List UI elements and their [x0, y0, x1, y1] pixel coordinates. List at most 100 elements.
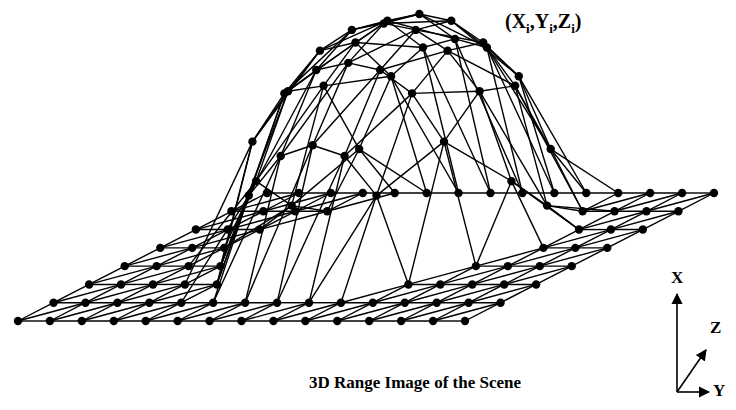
mesh-edge — [292, 86, 324, 206]
mesh-edge — [483, 42, 515, 85]
range-point — [429, 317, 437, 325]
range-point — [113, 299, 121, 307]
mesh-edge — [440, 284, 472, 285]
axis-label: X — [671, 268, 683, 288]
mesh-edge — [125, 265, 157, 266]
mesh-edge — [331, 192, 363, 193]
mesh-edge — [288, 42, 356, 91]
mesh-edge — [427, 192, 459, 193]
mesh-edge — [373, 302, 405, 303]
range-point — [121, 262, 129, 270]
range-point — [263, 189, 271, 197]
mesh-edge — [359, 149, 427, 193]
range-point — [372, 191, 380, 199]
mesh-edge — [327, 149, 359, 211]
range-point — [305, 299, 313, 307]
range-point — [536, 262, 544, 270]
y-axis-arrow — [677, 391, 709, 393]
range-point — [192, 225, 200, 233]
mesh-edge — [423, 47, 459, 193]
range-point — [323, 207, 331, 215]
mesh-edge — [519, 76, 555, 193]
mesh-edge — [260, 206, 292, 230]
mesh-edge — [547, 206, 579, 230]
mesh-edge — [356, 42, 392, 76]
mesh-edge — [522, 192, 554, 193]
mesh-edge — [249, 93, 285, 195]
mesh-edge — [491, 192, 523, 193]
mesh-edge — [114, 320, 146, 321]
range-point — [415, 10, 423, 18]
range-point — [383, 17, 391, 25]
mesh-edge — [391, 76, 459, 193]
range-point — [472, 262, 480, 270]
range-point — [461, 317, 469, 325]
range-point — [49, 299, 57, 307]
range-point — [259, 207, 267, 215]
range-point — [348, 26, 356, 34]
range-point — [184, 262, 192, 270]
mesh-edge — [469, 302, 501, 303]
mesh-edge — [189, 181, 257, 266]
mesh-edge — [408, 142, 444, 285]
mesh-edge — [324, 76, 392, 86]
mesh-edge — [391, 76, 427, 193]
range-point — [454, 189, 462, 197]
mesh-edge — [149, 302, 181, 303]
range-point — [433, 299, 441, 307]
mesh-edge — [487, 47, 523, 193]
range-point — [603, 244, 611, 252]
range-point — [145, 299, 153, 307]
range-point — [149, 280, 157, 288]
mesh-edge — [419, 14, 455, 39]
mesh-edge — [178, 320, 210, 321]
range-point — [245, 191, 253, 199]
range-point — [504, 262, 512, 270]
mesh-edge — [551, 149, 583, 211]
mesh-edge — [221, 91, 289, 266]
range-point — [337, 299, 345, 307]
mesh-edge — [423, 39, 455, 48]
z-axis-arrow — [677, 350, 706, 392]
mesh-edge — [277, 302, 309, 303]
mesh-edge — [487, 47, 519, 76]
range-point — [483, 43, 491, 51]
mesh-edge — [512, 181, 544, 248]
range-point — [224, 225, 232, 233]
mesh-edge — [459, 192, 491, 193]
range-point — [295, 189, 303, 197]
range-point — [475, 87, 483, 95]
mesh-edge — [575, 247, 607, 248]
range-point — [248, 137, 256, 145]
point-coordinate-label: (Xi,Yi,Zi) — [505, 10, 581, 37]
range-point — [355, 145, 363, 153]
range-point — [216, 262, 224, 270]
mesh-edge — [181, 302, 213, 303]
range-point — [340, 152, 348, 160]
mesh-edge — [117, 302, 149, 303]
mesh-edge — [444, 91, 480, 141]
mesh-edge — [554, 192, 586, 193]
range-point — [515, 72, 523, 80]
mesh-edge — [313, 145, 345, 156]
mesh-edge — [18, 320, 50, 321]
range-point — [646, 189, 654, 197]
mesh-edge — [412, 51, 448, 94]
range-point — [436, 280, 444, 288]
mesh-edge — [231, 211, 263, 212]
mesh-edge — [444, 142, 476, 266]
range-point — [500, 280, 508, 288]
mesh-edge — [305, 320, 337, 321]
range-point — [252, 177, 260, 185]
range-point — [582, 189, 590, 197]
mesh-edge — [295, 211, 327, 212]
range-point — [173, 317, 181, 325]
axis-label: Y — [713, 381, 725, 401]
mesh-edge — [263, 211, 295, 212]
mesh-edge — [359, 76, 391, 149]
mesh-edge — [356, 42, 424, 47]
axis-label: Z — [710, 318, 721, 338]
range-point — [397, 317, 405, 325]
range-point — [110, 317, 118, 325]
